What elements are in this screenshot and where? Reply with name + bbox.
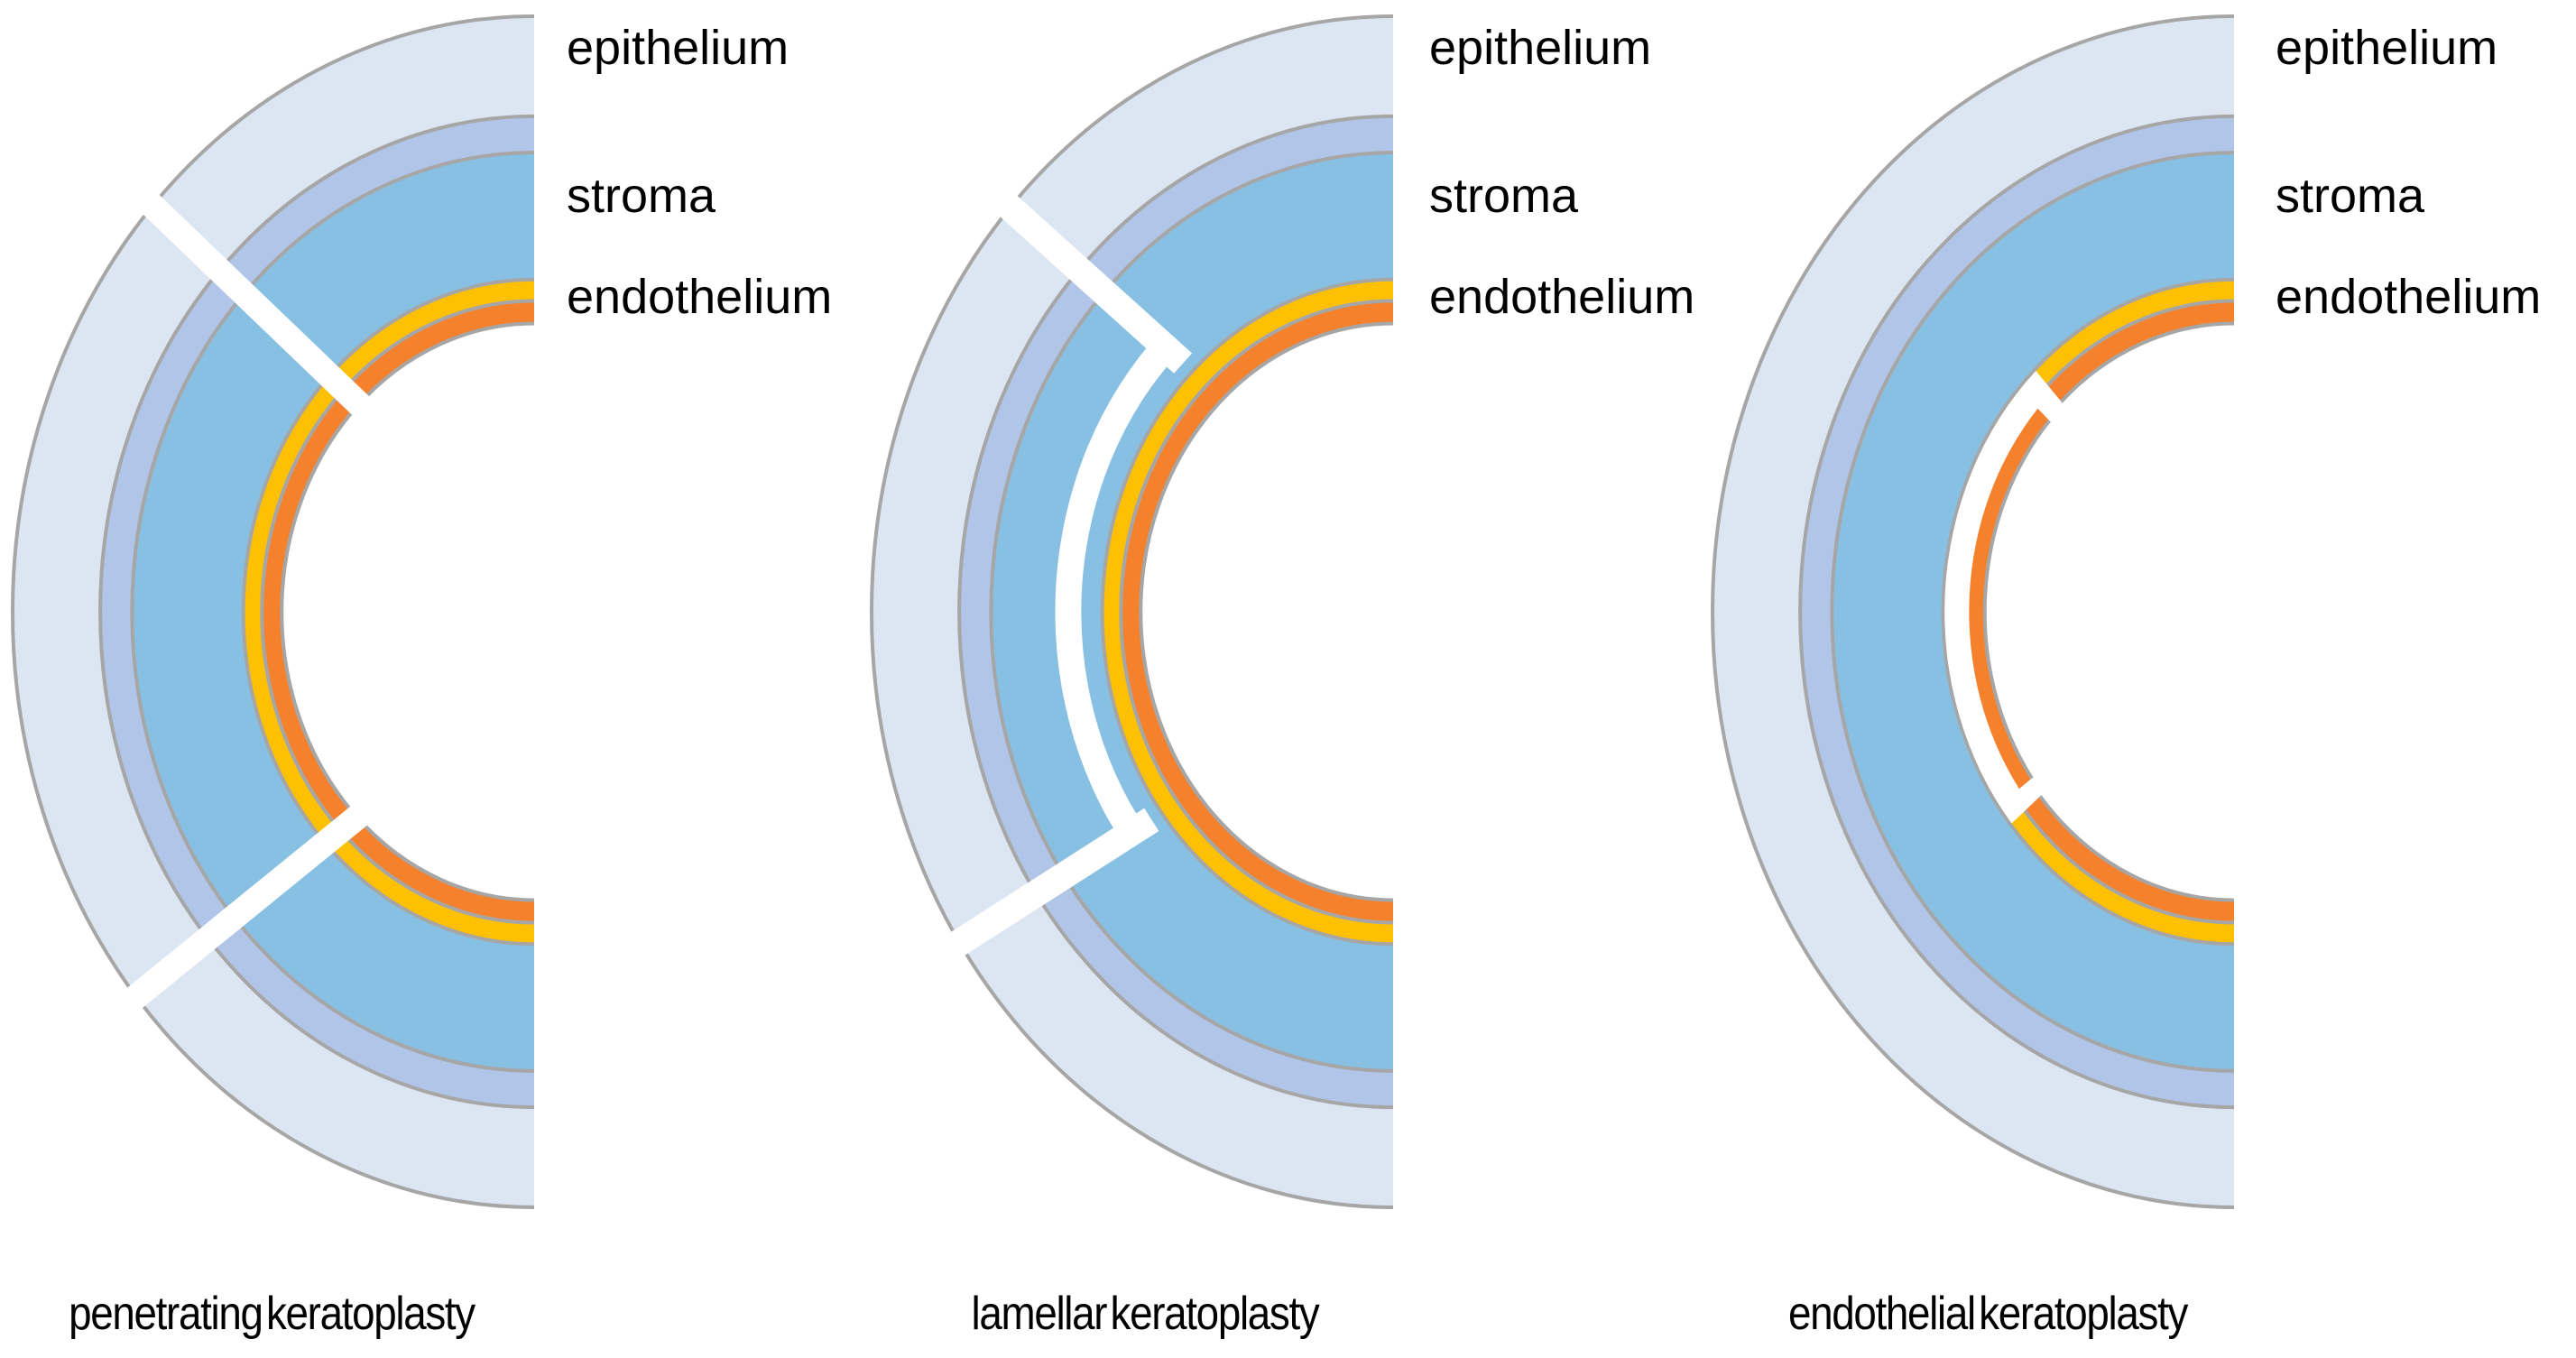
endothelial-layer-border (1798, 114, 2235, 1110)
penetrating-incision-upper (119, 173, 394, 439)
caption-endothelial-keratoplasty: endothelial keratoplasty (1787, 1288, 2188, 1340)
lamellar-incision-lower (924, 808, 1159, 972)
lamellar-stroma-band (991, 152, 1393, 1071)
label-stroma: stroma (1429, 169, 1579, 223)
penetrating-layer-border (280, 321, 535, 902)
label-endothelium: endothelium (2276, 270, 2542, 324)
label-epithelium: epithelium (2276, 21, 2498, 75)
label-stroma: stroma (2276, 169, 2425, 223)
endothelial-stroma-band (1832, 152, 2234, 1071)
lamellar-layer-border (989, 151, 1394, 1073)
penetrating-layer-border (11, 14, 535, 1209)
label-epithelium: epithelium (1429, 21, 1652, 75)
diagram-penetrating (11, 14, 535, 1209)
endothelial-membrane-removed-gap (1944, 370, 2070, 824)
penetrating-stroma-band (132, 152, 534, 1071)
lamellar-layer-border (1119, 299, 1394, 925)
endothelial-layer-border (1711, 14, 2235, 1209)
penetrating-layer-border (98, 114, 535, 1110)
lamellar-layer-border (1100, 277, 1394, 947)
label-endothelium: endothelium (1429, 270, 1695, 324)
lamellar-layer-border (957, 114, 1394, 1110)
label-endothelium: endothelium (567, 270, 833, 324)
penetrating-epithelium-band (13, 16, 534, 1207)
lamellar-layer-border (870, 14, 1394, 1209)
penetrating-incision-lower (102, 784, 393, 1028)
penetrating-layer-border (260, 299, 535, 925)
endothelial-epithelium-band (1713, 16, 2234, 1207)
penetrating-layer-border (130, 151, 535, 1073)
label-epithelium: epithelium (567, 21, 789, 75)
lamellar-layer-border (1139, 321, 1394, 902)
lamellar-incision-upper (976, 175, 1193, 374)
lamellar-lamellar-gap (1055, 331, 1179, 847)
endothelial-layer-border (1941, 277, 2235, 947)
endothelial-endothelial-graft (1969, 408, 2050, 790)
endothelial-layer-border (1830, 151, 2235, 1073)
penetrating-layer-border (241, 277, 535, 947)
caption-lamellar-keratoplasty: lamellar keratoplasty (971, 1288, 1320, 1340)
diagram-lamellar (870, 14, 1394, 1209)
endothelial-graft-inner-border (1982, 419, 2051, 780)
diagram-endothelial (1711, 14, 2235, 1209)
label-stroma: stroma (567, 169, 716, 223)
caption-penetrating-keratoplasty: penetrating keratoplasty (69, 1288, 475, 1340)
